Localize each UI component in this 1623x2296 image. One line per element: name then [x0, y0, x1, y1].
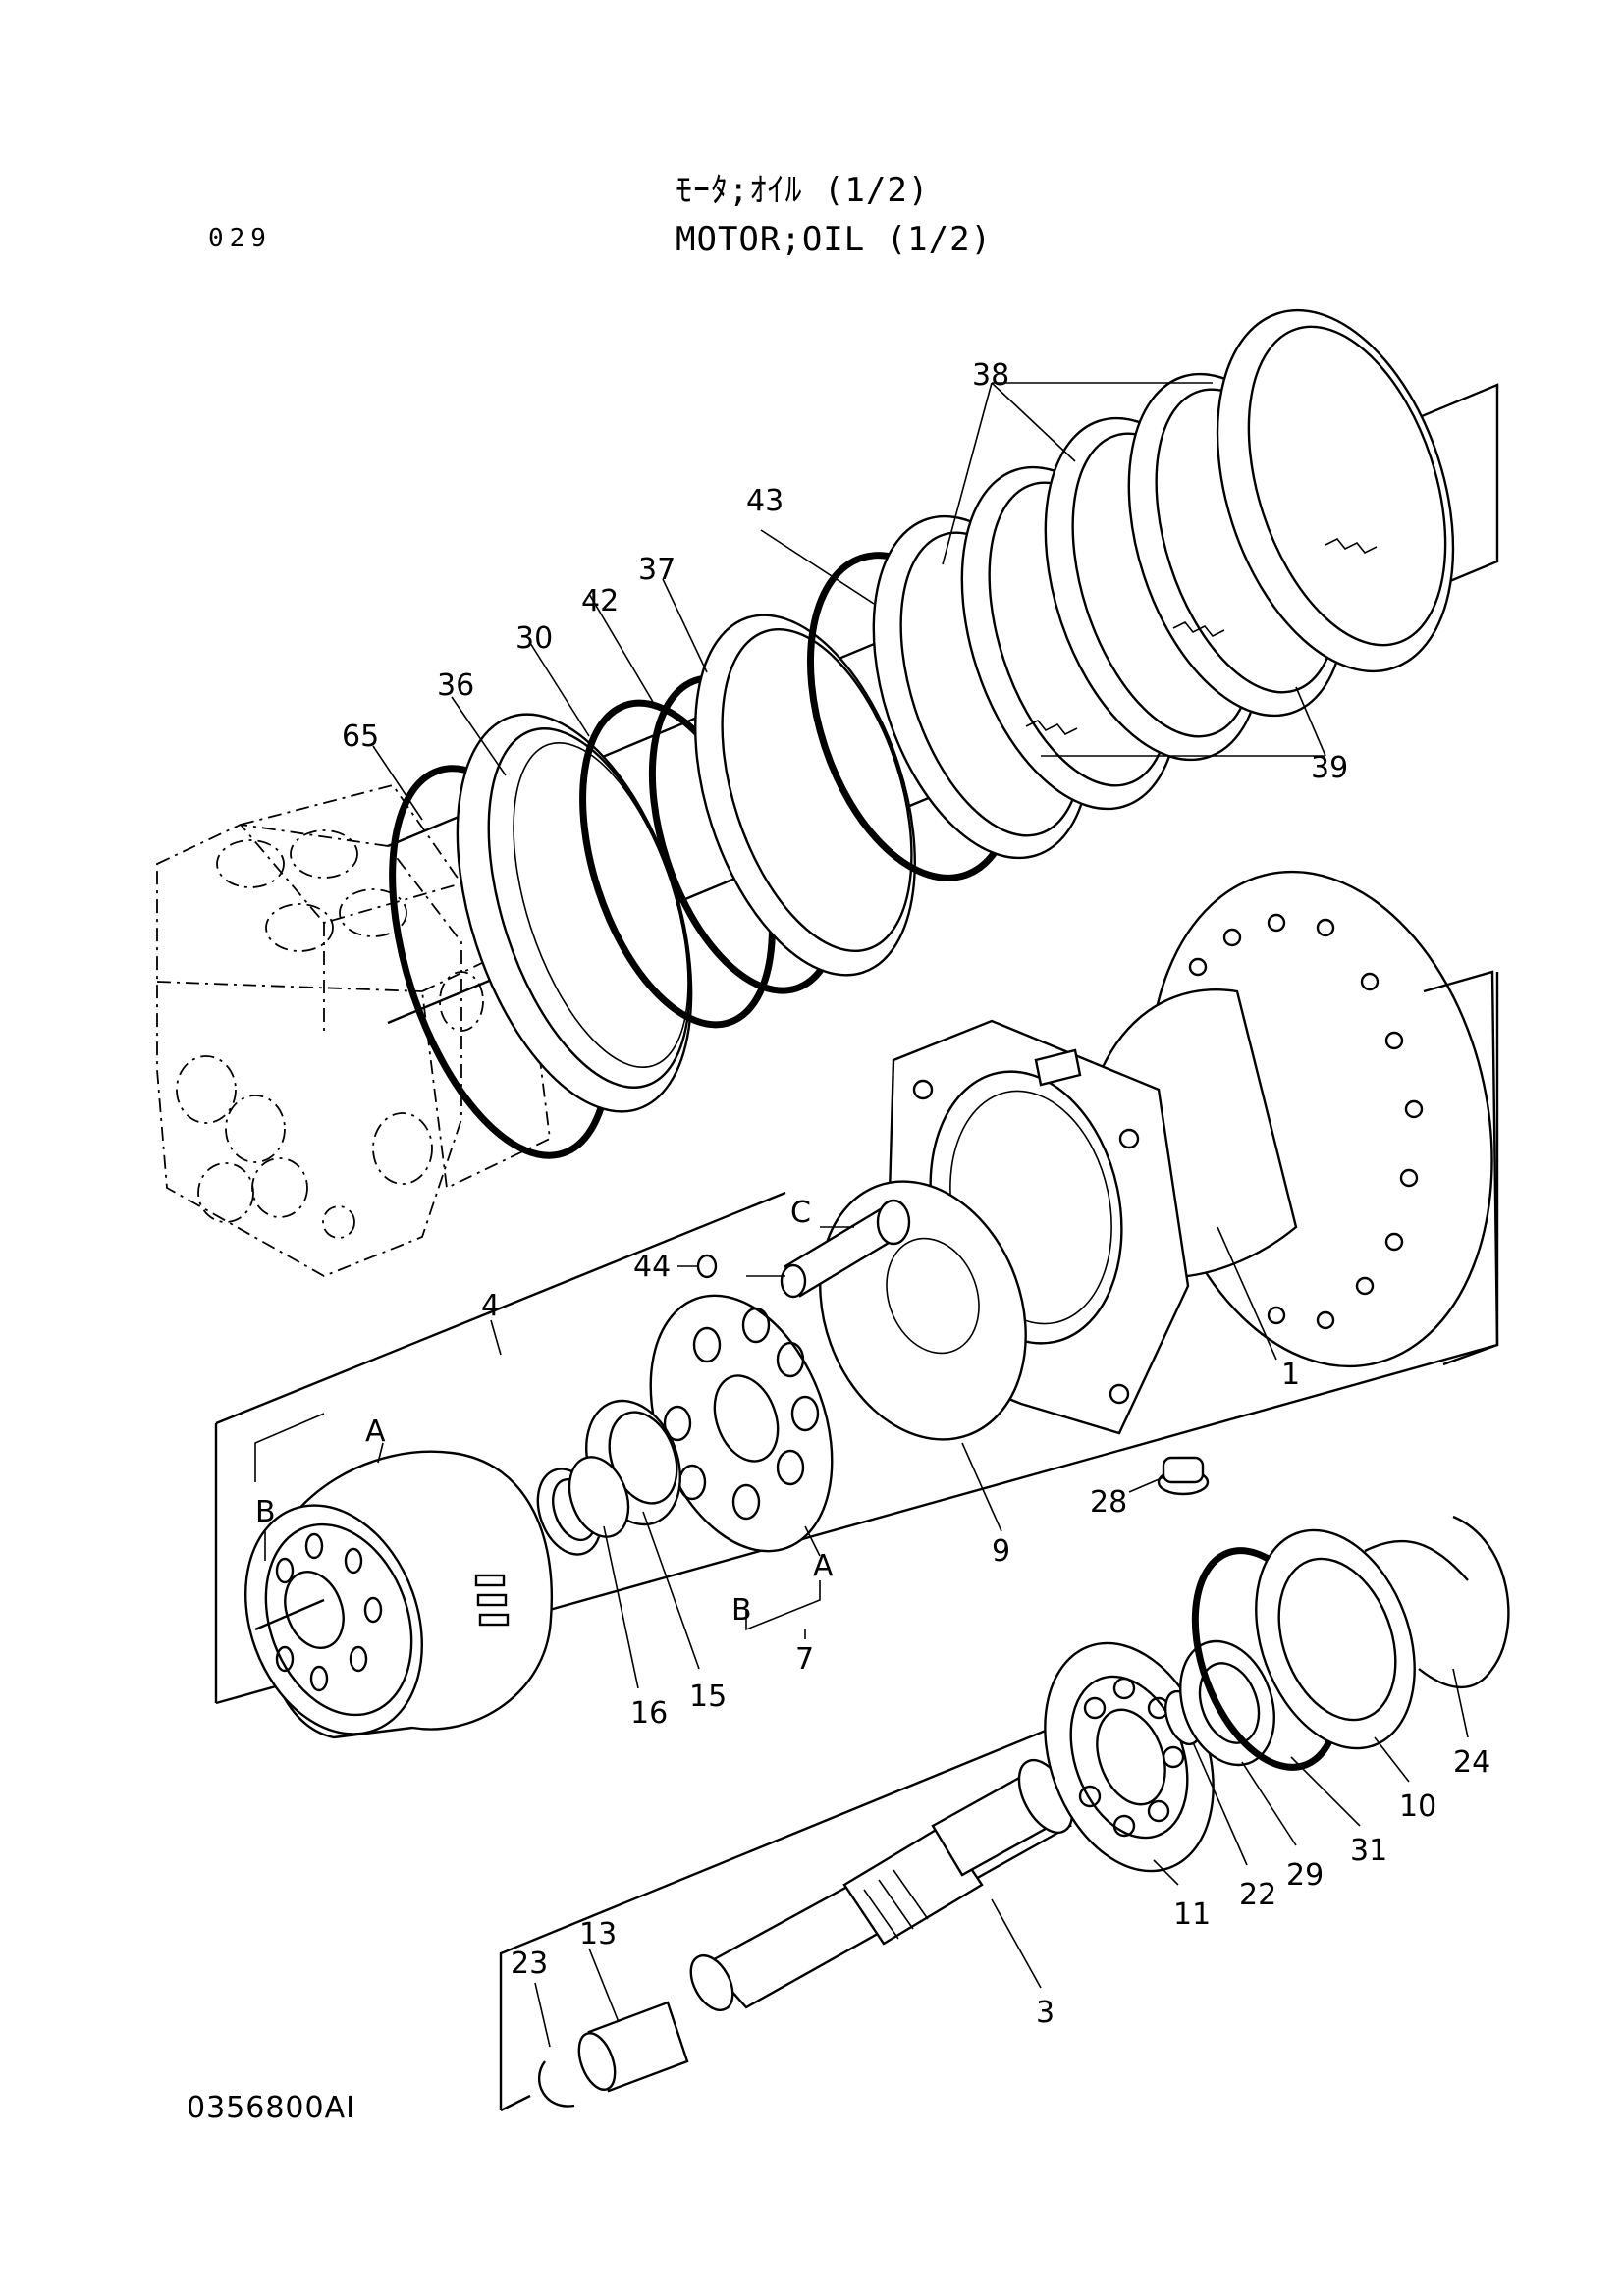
callout-4: 4 [481, 1289, 500, 1323]
callout-43: 43 [746, 484, 784, 518]
callout-30: 30 [515, 621, 553, 656]
retainer-holes [663, 1307, 820, 1521]
callout-65: 65 [342, 720, 379, 754]
callout-7: 7 [795, 1642, 814, 1677]
page-number: 029 [208, 224, 272, 253]
callout-C: C [790, 1196, 811, 1230]
callout-36: 36 [437, 668, 474, 703]
callout-16: 16 [630, 1696, 668, 1731]
lower-group-frame [499, 1686, 1150, 2112]
plates-38-39 [872, 308, 1455, 860]
leader-lines [254, 382, 1469, 2048]
callout-1: 1 [1281, 1358, 1300, 1392]
callout-9: 9 [992, 1534, 1010, 1569]
cylinder-block-4 [243, 1450, 554, 1739]
callout-23: 23 [511, 1947, 548, 1981]
callout-24: 24 [1453, 1745, 1490, 1780]
middle-group-frame [214, 972, 1499, 1705]
figure-code: 0356800AI [187, 2091, 355, 2125]
callout-labels: 38 39 43 37 42 30 36 65 C 44 4 1 A B 28 … [255, 358, 1490, 2030]
callout-38: 38 [972, 358, 1009, 393]
callout-10: 10 [1399, 1789, 1436, 1824]
callout-44: 44 [633, 1250, 671, 1284]
callout-A2: A [813, 1549, 834, 1583]
callout-13: 13 [579, 1917, 617, 1951]
callout-22: 22 [1239, 1878, 1276, 1912]
snap-ring-24 [1364, 1515, 1510, 1688]
shaft-3 [689, 1759, 1074, 2012]
callout-A1: A [365, 1415, 386, 1449]
callout-B2: B [731, 1593, 752, 1628]
plug-28 [1157, 1456, 1210, 1496]
cylinder-bores [275, 1532, 383, 1692]
title-japanese: ﾓｰﾀ;ｵｲﾙ (1/2) [676, 171, 930, 210]
collar-13 [577, 2001, 689, 2093]
callout-B1: B [255, 1495, 276, 1529]
snap-ring-23 [537, 2060, 575, 2108]
housing-bolt-holes [1188, 913, 1424, 1330]
callout-3: 3 [1036, 1996, 1055, 2030]
callout-42: 42 [581, 584, 619, 618]
callout-37: 37 [638, 553, 676, 587]
pin-c [780, 1199, 911, 1299]
cover-10 [1255, 1528, 1416, 1750]
ring-16 [536, 1456, 630, 1556]
ring-37 [694, 614, 916, 977]
callout-11: 11 [1173, 1897, 1211, 1932]
pin-44 [696, 1254, 718, 1279]
callout-39: 39 [1311, 751, 1348, 785]
callout-31: 31 [1350, 1834, 1387, 1868]
title-english: MOTOR;OIL (1/2) [676, 220, 993, 259]
callout-28: 28 [1090, 1485, 1127, 1520]
callout-15: 15 [689, 1680, 727, 1714]
callout-29: 29 [1286, 1858, 1324, 1893]
